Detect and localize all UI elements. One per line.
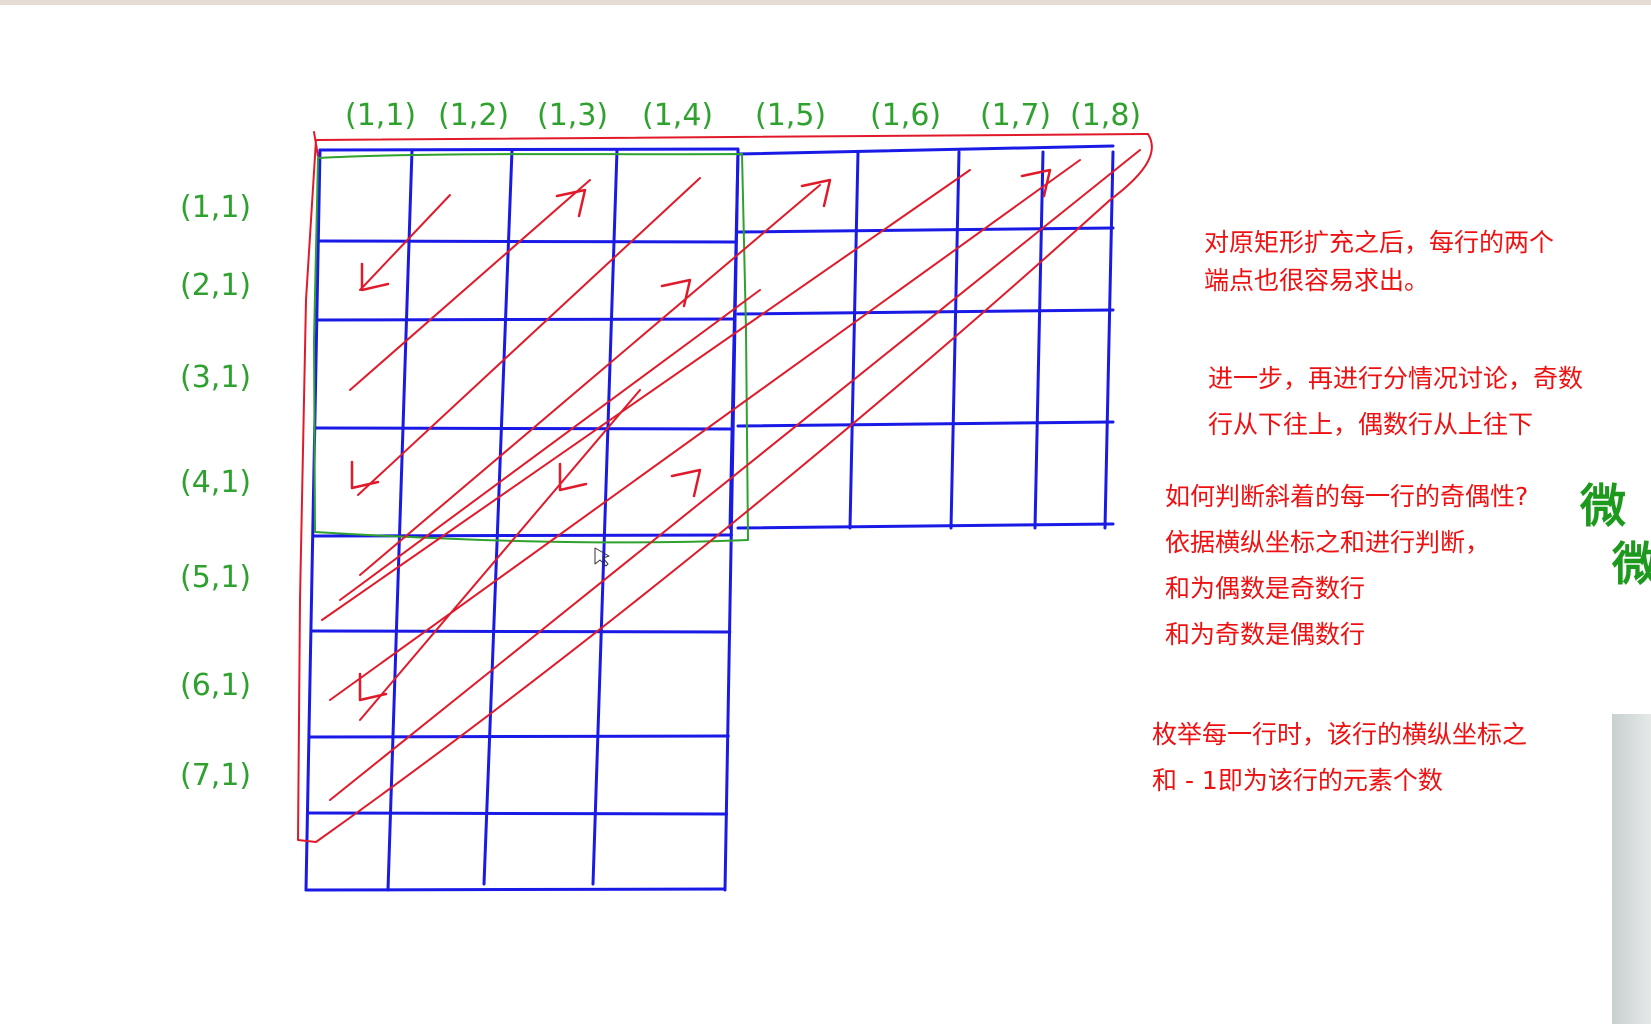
note-line: 端点也很容易求出。 — [1204, 266, 1430, 295]
watermark-char-1: 微 — [1580, 479, 1626, 533]
grid-line-vertical — [304, 148, 322, 892]
col-label-7: (1,7) — [980, 98, 1052, 133]
grid-line-vertical — [949, 150, 961, 530]
traversal-diagonal — [359, 194, 451, 291]
grid-line-horizontal — [308, 734, 730, 739]
note-line: 依据横纵坐标之和进行判断， — [1165, 528, 1491, 557]
row-label-1: (1,1) — [180, 190, 252, 225]
grid-line-vertical — [386, 148, 414, 892]
arrow-down-icon — [358, 672, 388, 702]
traversal-diagonal — [359, 184, 821, 576]
traversal-diagonal — [349, 179, 591, 391]
grid-line-horizontal — [736, 144, 1115, 156]
note-line: 进一步，再进行分情况讨论，奇数 — [1208, 364, 1584, 393]
arrow-up-icon — [670, 468, 702, 498]
arrow-up-icon — [555, 188, 587, 218]
grid-line-vertical — [848, 150, 860, 530]
note-direction: 进一步，再进行分情况讨论，奇数 行从下往上，偶数行从上往下 — [1208, 356, 1583, 448]
grid-line-vertical — [728, 150, 740, 530]
grid-line-horizontal — [736, 308, 1115, 316]
col-label-8: (1,8) — [1070, 98, 1142, 133]
arrow-up-icon — [660, 278, 692, 308]
grid-line-horizontal — [736, 420, 1115, 428]
grid-line-horizontal — [309, 629, 732, 634]
arrow-up-icon — [800, 178, 832, 208]
grid-line-vertical — [1033, 150, 1045, 530]
traversal-diagonal — [357, 177, 701, 496]
col-label-2: (1,2) — [438, 98, 510, 133]
note-parity: 如何判断斜着的每一行的奇偶性? 依据横纵坐标之和进行判断， 和为偶数是奇数行 和… — [1165, 474, 1528, 658]
note-line: 和 - 1即为该行的元素个数 — [1152, 766, 1443, 795]
watermark-char-2: 微 — [1612, 537, 1651, 591]
cursor-icon — [594, 547, 610, 567]
traversal-diagonal — [359, 389, 641, 721]
grid-line-horizontal — [736, 226, 1115, 234]
traversal-diagonal — [321, 169, 971, 621]
arrow-down-icon — [350, 460, 380, 490]
traversal-diagonal — [339, 289, 761, 601]
grid-line-horizontal — [316, 239, 738, 244]
row-label-7: (7,1) — [180, 758, 252, 793]
expanded-rectangle-outline — [297, 131, 1153, 843]
grid-line-horizontal — [315, 317, 737, 322]
grid-line-vertical — [482, 148, 514, 886]
side-panel-edge — [1612, 714, 1651, 1024]
note-line: 枚举每一行时，该行的横纵坐标之 — [1152, 720, 1528, 749]
note-line: 和为奇数是偶数行 — [1165, 620, 1366, 649]
note-line: 如何判断斜着的每一行的奇偶性? — [1165, 482, 1529, 511]
traversal-diagonal — [329, 149, 1141, 801]
note-expansion: 对原矩形扩充之后，每行的两个 端点也很容易求出。 — [1204, 224, 1554, 300]
col-label-3: (1,3) — [537, 98, 609, 133]
row-label-5: (5,1) — [180, 560, 252, 595]
grid-line-vertical — [1103, 150, 1115, 530]
arrow-down-icon — [558, 462, 588, 492]
grid-line-horizontal — [306, 811, 729, 816]
col-label-5: (1,5) — [755, 98, 827, 133]
grid-line-horizontal — [736, 522, 1115, 530]
arrow-down-icon — [360, 262, 390, 292]
top-border — [0, 0, 1651, 5]
note-line: 行从下往上，偶数行从上往下 — [1208, 410, 1534, 439]
row-label-4: (4,1) — [180, 465, 252, 500]
note-count: 枚举每一行时，该行的横纵坐标之 和 - 1即为该行的元素个数 — [1152, 712, 1527, 804]
arrow-up-icon — [1020, 168, 1052, 198]
row-label-3: (3,1) — [180, 360, 252, 395]
note-line: 对原矩形扩充之后，每行的两个 — [1204, 228, 1555, 257]
col-label-4: (1,4) — [642, 98, 714, 133]
col-label-1: (1,1) — [345, 98, 417, 133]
row-label-2: (2,1) — [180, 268, 252, 303]
grid-line-horizontal — [313, 426, 735, 431]
col-label-6: (1,6) — [870, 98, 942, 133]
grid-line-horizontal — [318, 147, 740, 152]
grid-line-vertical — [591, 148, 619, 886]
note-line: 和为偶数是奇数行 — [1165, 574, 1366, 603]
traversal-diagonal — [329, 159, 1081, 701]
row-label-6: (6,1) — [180, 668, 252, 703]
original-rectangle-outline — [313, 153, 749, 544]
grid-line-horizontal — [304, 887, 727, 892]
